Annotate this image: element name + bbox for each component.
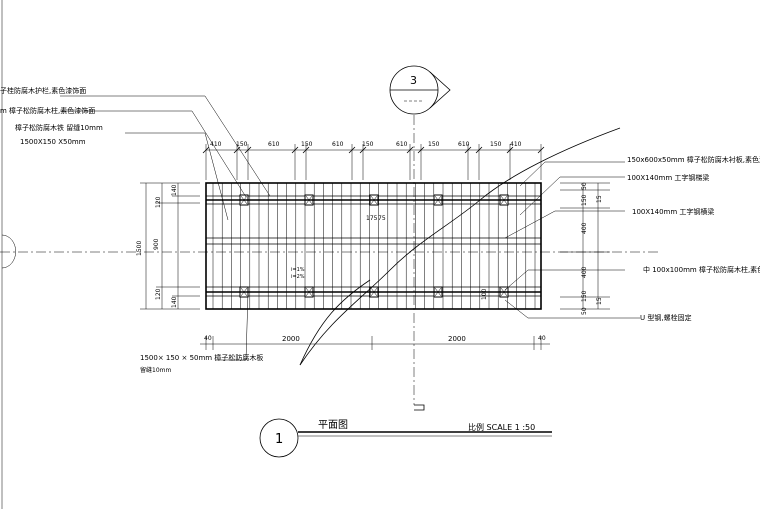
dim-bottom-2: 2000 [282,335,300,343]
top-dimensions: 410 150 610 150 610 150 610 150 610 150 410 [202,141,545,180]
label-left-1: 子桂防腐木护栏,素色漆饰面 [0,86,86,95]
top-dim-label: 150 [362,141,374,148]
top-dim-slash [291,146,299,154]
label-left-3: 樟子松防腐木铁 留缝10mm [15,123,103,132]
top-dim-slash [475,146,483,154]
dim-inner-1: 175 [366,215,378,222]
centerline-end-mark [414,404,425,411]
label-bottom-1: 1500× 150 × 50mm 樟子松防腐木板 [140,353,263,362]
label-left-4: 1500X150 X50mm [20,138,86,146]
dim-bottom-4: 40 [538,335,546,342]
top-dim-label: 410 [510,141,522,148]
right-dimensions: 50 150 400 400 150 50 15 15 [560,182,610,315]
top-dim-slash [359,146,367,154]
dim-right-5: 150 [581,290,588,302]
top-dim-label: 610 [396,141,408,148]
slope-2: i=2% [291,274,305,280]
dim-left-total: 1500 [136,241,143,256]
label-bottom-2: 留缝10mm [140,366,171,374]
title-block: 1 平面图 比例 SCALE 1 :50 [259,418,552,458]
break-line [299,127,621,366]
leaders-left [60,95,271,221]
top-dim-label: 150 [301,141,313,148]
dim-bottom-3: 2000 [448,335,466,343]
left-edge-arc [1,234,16,269]
top-dim-slash [417,146,425,154]
bottom-dimensions: 40 2000 2000 40 [200,335,550,350]
dim-right-6: 50 [581,307,588,315]
top-dim-slash [244,146,252,154]
steel-beams [206,195,541,297]
label-right-3: 100X140mm 工字钢横梁 [632,207,714,216]
leaders-right [504,161,640,319]
top-dim-slash [406,146,414,154]
dim-left-2: 120 [155,196,162,208]
top-dim-slash [506,146,514,154]
dim-left-4: 140 [171,296,178,308]
top-dim-slash [537,146,545,154]
top-dim-label: 610 [332,141,344,148]
dim-right-2: 150 [581,194,588,206]
dim-right-1: 50 [581,182,588,190]
leader-bottom [215,291,249,361]
dim-right-small-1: 15 [596,195,603,203]
label-right-2: 100X140mm 工字钢梯梁 [627,173,709,182]
title-number: 1 [275,432,283,447]
title-scale: 比例 SCALE 1 :50 [468,422,535,432]
top-dim-slash [464,146,472,154]
label-left-2: m 樟子松防腐木柱,素色漆饰面 [0,106,95,115]
top-dim-slash [348,146,356,154]
top-dim-slash [302,146,310,154]
title-name: 平面图 [318,419,348,431]
dim-right-small-2: 15 [596,297,603,305]
label-right-4: 中 100x100mm 樟子松防腐木柱,素色漆 [643,265,760,274]
slope-1: i=1% [291,267,305,273]
dim-left-3: 120 [155,288,162,300]
top-dim-slash [202,146,210,154]
section-marker-number: 3 [410,74,417,87]
dim-inner-2: 75 [378,215,386,222]
dim-post: 100 [481,288,488,300]
top-dim-label: 150 [428,141,440,148]
top-dim-label: 150 [236,141,248,148]
dim-left-mid: 900 [153,238,160,250]
posts [239,194,509,298]
dim-right-4: 400 [581,266,588,278]
section-marker: 3 [389,65,451,115]
top-dim-label: 610 [268,141,280,148]
top-dim-label: 150 [490,141,502,148]
top-dim-label: 410 [210,141,222,148]
break-line-inner [299,279,371,366]
label-right-1: 150x600x50mm 樟子松防腐木衬板,素色漆饰 [627,155,760,164]
left-dimensions: 1500 900 140 120 120 140 [136,182,200,310]
dim-left-1: 140 [171,184,178,196]
label-right-5: U 型钢,螺栓固定 [640,313,692,322]
deck-outline [205,182,542,310]
dim-bottom-1: 40 [204,335,212,342]
top-dim-label: 610 [458,141,470,148]
dim-right-3: 400 [581,222,588,234]
